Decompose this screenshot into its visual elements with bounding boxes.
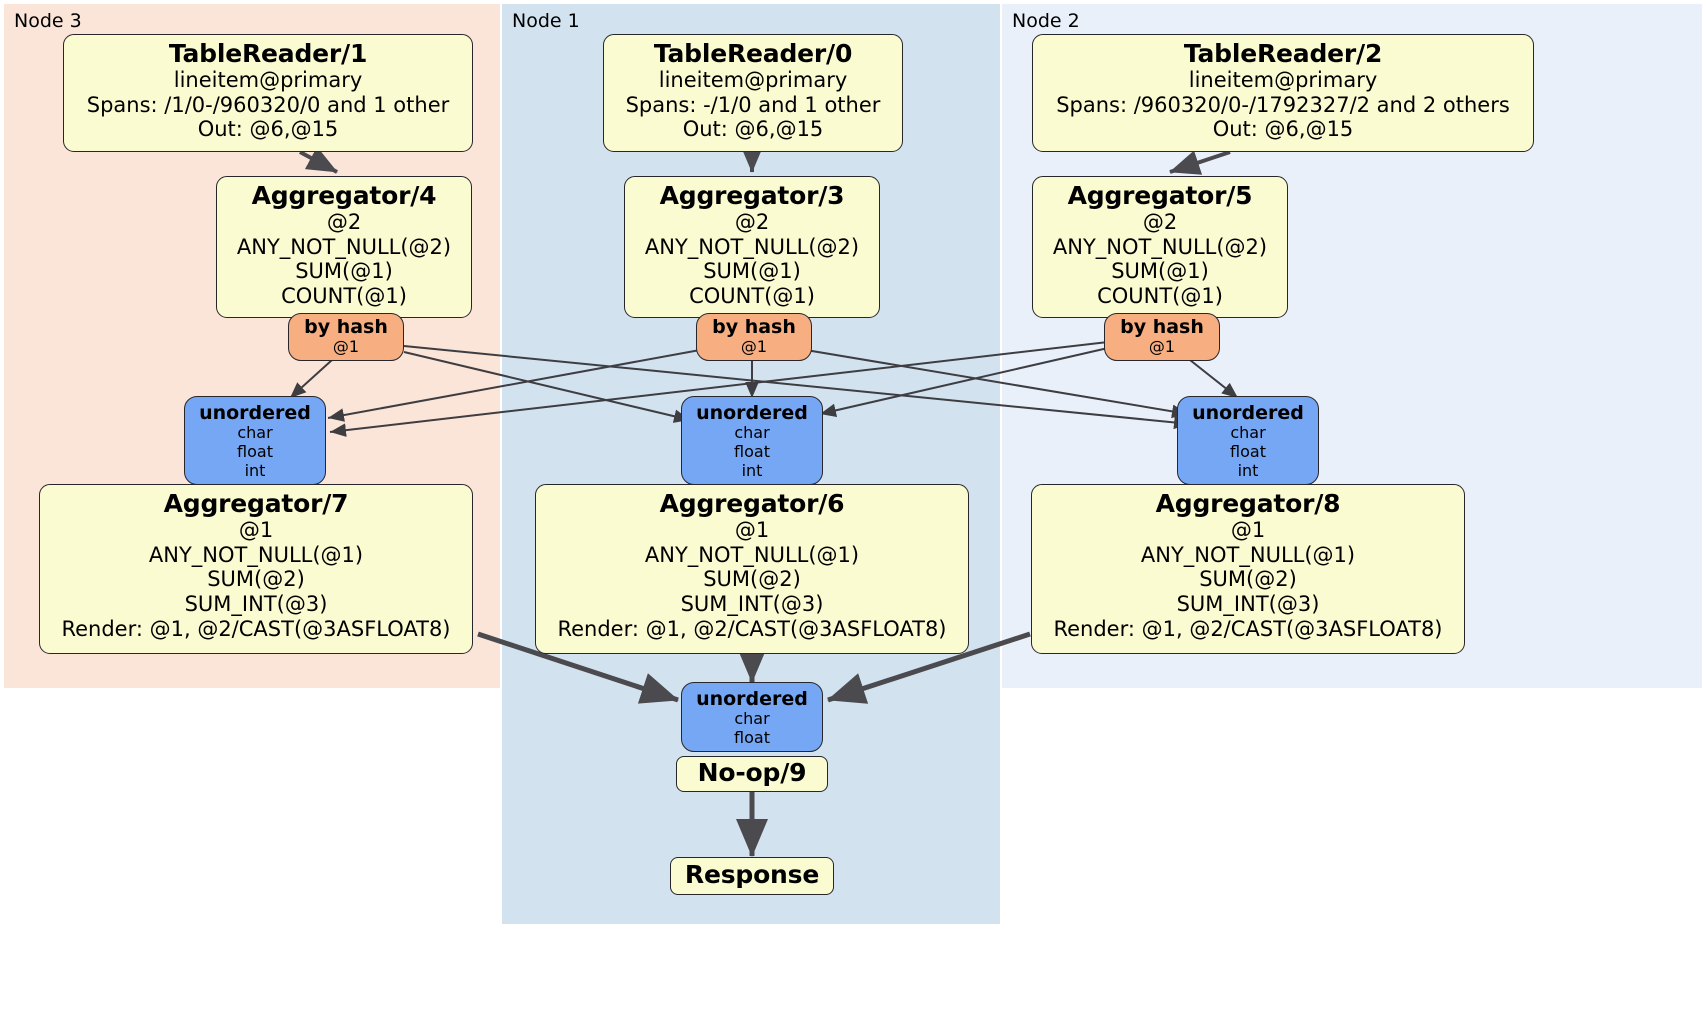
aggregator-3-func-1: ANY_NOT_NULL(@2) [644,234,860,259]
synchronizer-9-type-1: char [734,709,770,729]
table-reader-2[interactable]: TableReader/2 lineitem@primary Spans: /9… [1032,34,1534,152]
table-reader-0-table: lineitem@primary [658,68,848,93]
response-box[interactable]: Response [670,857,834,895]
aggregator-7-group: @1 [238,518,274,543]
aggregator-4-func-2: SUM(@1) [295,259,393,284]
aggregator-6-title: Aggregator/6 [659,489,845,518]
aggregator-5-func-2: SUM(@1) [1111,259,1209,284]
synchronizer-8-type-3: int [1237,460,1259,480]
table-reader-2-spans: Spans: /960320/0-/1792327/2 and 2 others [1056,92,1510,117]
synchronizer-7-type-2: float [237,441,273,461]
aggregator-7-func-1: ANY_NOT_NULL(@1) [148,542,364,567]
aggregator-4[interactable]: Aggregator/4 @2 ANY_NOT_NULL(@2) SUM(@1)… [216,176,472,318]
no-op-9-title: No-op/9 [697,758,807,787]
router-by-hash-3-title: by hash [712,316,796,338]
aggregator-8-title: Aggregator/8 [1155,489,1341,518]
aggregator-5-func-3: COUNT(@1) [1097,283,1223,308]
aggregator-8-render: Render: @1, @2/CAST(@3ASFLOAT8) [1053,616,1443,641]
aggregator-5-title: Aggregator/5 [1067,181,1253,210]
router-by-hash-5-title: by hash [1120,316,1204,338]
router-by-hash-3[interactable]: by hash @1 [696,313,812,361]
synchronizer-9-type-2: float [734,727,770,747]
aggregator-3-title: Aggregator/3 [659,181,845,210]
router-by-hash-4-column: @1 [332,337,360,357]
synchronizer-6-title: unordered [696,402,808,424]
router-by-hash-4-title: by hash [304,316,388,338]
aggregator-8-func-2: SUM(@2) [1199,567,1297,592]
aggregator-6-render: Render: @1, @2/CAST(@3ASFLOAT8) [557,616,947,641]
synchronizer-unordered-7[interactable]: unordered char float int [184,396,326,485]
table-reader-1-title: TableReader/1 [168,39,368,68]
aggregator-8-group: @1 [1230,518,1266,543]
synchronizer-9-title: unordered [696,688,808,710]
aggregator-5[interactable]: Aggregator/5 @2 ANY_NOT_NULL(@2) SUM(@1)… [1032,176,1288,318]
synchronizer-8-title: unordered [1192,402,1304,424]
aggregator-4-group: @2 [326,210,362,235]
aggregator-8-func-3: SUM_INT(@3) [1176,591,1320,616]
aggregator-5-group: @2 [1142,210,1178,235]
table-reader-2-table: lineitem@primary [1188,68,1378,93]
aggregator-6-func-2: SUM(@2) [703,567,801,592]
aggregator-3[interactable]: Aggregator/3 @2 ANY_NOT_NULL(@2) SUM(@1)… [624,176,880,318]
cluster-label-node-1: Node 1 [512,10,580,32]
aggregator-7-title: Aggregator/7 [163,489,349,518]
no-op-9[interactable]: No-op/9 [676,756,828,792]
aggregator-8-func-1: ANY_NOT_NULL(@1) [1140,542,1356,567]
aggregator-4-func-3: COUNT(@1) [281,283,407,308]
router-by-hash-5-column: @1 [1148,337,1176,357]
table-reader-0-spans: Spans: -/1/0 and 1 other [625,92,881,117]
aggregator-6-group: @1 [734,518,770,543]
aggregator-6-func-1: ANY_NOT_NULL(@1) [644,542,860,567]
synchronizer-unordered-8[interactable]: unordered char float int [1177,396,1319,485]
aggregator-7[interactable]: Aggregator/7 @1 ANY_NOT_NULL(@1) SUM(@2)… [39,484,473,654]
table-reader-2-out: Out: @6,@15 [1212,117,1354,142]
aggregator-7-func-3: SUM_INT(@3) [184,591,328,616]
aggregator-3-func-2: SUM(@1) [703,259,801,284]
aggregator-4-title: Aggregator/4 [251,181,437,210]
table-reader-2-title: TableReader/2 [1183,39,1383,68]
table-reader-1[interactable]: TableReader/1 lineitem@primary Spans: /1… [63,34,473,152]
router-by-hash-4[interactable]: by hash @1 [288,313,404,361]
aggregator-8[interactable]: Aggregator/8 @1 ANY_NOT_NULL(@1) SUM(@2)… [1031,484,1465,654]
aggregator-6[interactable]: Aggregator/6 @1 ANY_NOT_NULL(@1) SUM(@2)… [535,484,969,654]
synchronizer-6-type-3: int [741,460,763,480]
synchronizer-6-type-2: float [734,441,770,461]
response-title: Response [684,860,820,889]
aggregator-3-func-3: COUNT(@1) [689,283,815,308]
aggregator-7-func-2: SUM(@2) [207,567,305,592]
table-reader-1-table: lineitem@primary [173,68,363,93]
synchronizer-8-type-2: float [1230,441,1266,461]
synchronizer-unordered-9[interactable]: unordered char float [681,682,823,752]
table-reader-0-out: Out: @6,@15 [682,117,824,142]
aggregator-4-func-1: ANY_NOT_NULL(@2) [236,234,452,259]
synchronizer-7-title: unordered [199,402,311,424]
table-reader-0-title: TableReader/0 [653,39,853,68]
aggregator-7-render: Render: @1, @2/CAST(@3ASFLOAT8) [61,616,451,641]
synchronizer-6-type-1: char [734,423,770,443]
router-by-hash-3-column: @1 [740,337,768,357]
aggregator-3-group: @2 [734,210,770,235]
table-reader-1-out: Out: @6,@15 [197,117,339,142]
router-by-hash-5[interactable]: by hash @1 [1104,313,1220,361]
aggregator-6-func-3: SUM_INT(@3) [680,591,824,616]
aggregator-5-func-1: ANY_NOT_NULL(@2) [1052,234,1268,259]
cluster-label-node-2: Node 2 [1012,10,1080,32]
synchronizer-7-type-3: int [244,460,266,480]
synchronizer-unordered-6[interactable]: unordered char float int [681,396,823,485]
table-reader-1-spans: Spans: /1/0-/960320/0 and 1 other [86,92,450,117]
cluster-label-node-3: Node 3 [14,10,82,32]
synchronizer-8-type-1: char [1230,423,1266,443]
table-reader-0[interactable]: TableReader/0 lineitem@primary Spans: -/… [603,34,903,152]
synchronizer-7-type-1: char [237,423,273,443]
